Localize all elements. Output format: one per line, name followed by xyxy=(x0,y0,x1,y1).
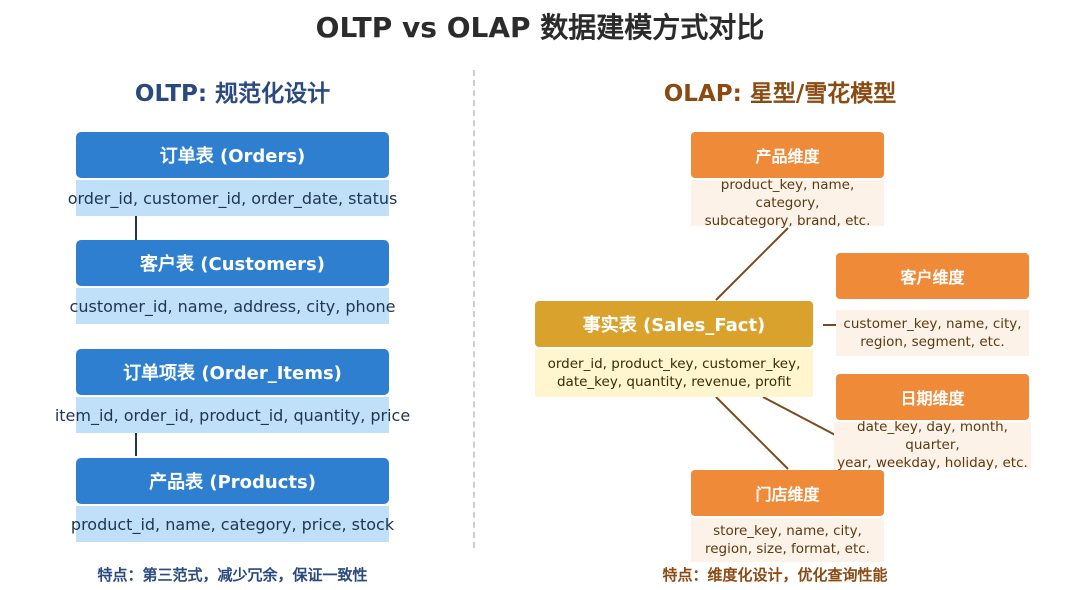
customer-dimension-header: 客户维度 xyxy=(836,253,1029,299)
section-divider xyxy=(473,70,475,548)
product-dimension-fields: product_key, name, category, subcategory… xyxy=(691,177,884,229)
fact-table-fields: order_id, product_key, customer_key, dat… xyxy=(535,349,813,397)
page-title: OLTP vs OLAP 数据建模方式对比 xyxy=(315,11,765,44)
customers-table-header: 客户表 (Customers) xyxy=(76,240,389,286)
date-dimension-header: 日期维度 xyxy=(836,374,1029,420)
order-items-table-fields: item_id, order_id, product_id, quantity,… xyxy=(55,397,410,433)
orders-table-fields: order_id, customer_id, order_date, statu… xyxy=(68,180,397,216)
customers-table-fields: customer_id, name, address, city, phone xyxy=(70,288,395,324)
fact-table-header: 事实表 (Sales_Fact) xyxy=(535,301,813,347)
fact-product-line xyxy=(715,227,789,301)
orders-table-header: 订单表 (Orders) xyxy=(76,132,389,178)
olap-feature: 特点：维度化设计，优化查询性能 xyxy=(662,566,888,584)
products-table-fields: product_id, name, category, price, stock xyxy=(71,506,394,542)
date-dimension-fields: date_key, day, month, quarter, year, wee… xyxy=(834,419,1031,471)
connector-orders-customers xyxy=(135,216,137,240)
order-items-table-header: 订单项表 (Order_Items) xyxy=(76,349,389,395)
olap-heading: OLAP: 星型/雪花模型 xyxy=(663,81,897,107)
oltp-feature: 特点：第三范式，减少冗余，保证一致性 xyxy=(97,566,368,584)
oltp-heading: OLTP: 规范化设计 xyxy=(134,81,331,107)
store-dimension-header: 门店维度 xyxy=(691,470,884,516)
connector-orderitems-products xyxy=(135,432,137,456)
product-dimension-header: 产品维度 xyxy=(691,132,884,178)
customer-dimension-fields: customer_key, name, city, region, segmen… xyxy=(836,310,1029,356)
products-table-header: 产品表 (Products) xyxy=(76,458,389,504)
fact-store-line xyxy=(715,396,789,470)
store-dimension-fields: store_key, name, city, region, size, for… xyxy=(691,518,884,562)
